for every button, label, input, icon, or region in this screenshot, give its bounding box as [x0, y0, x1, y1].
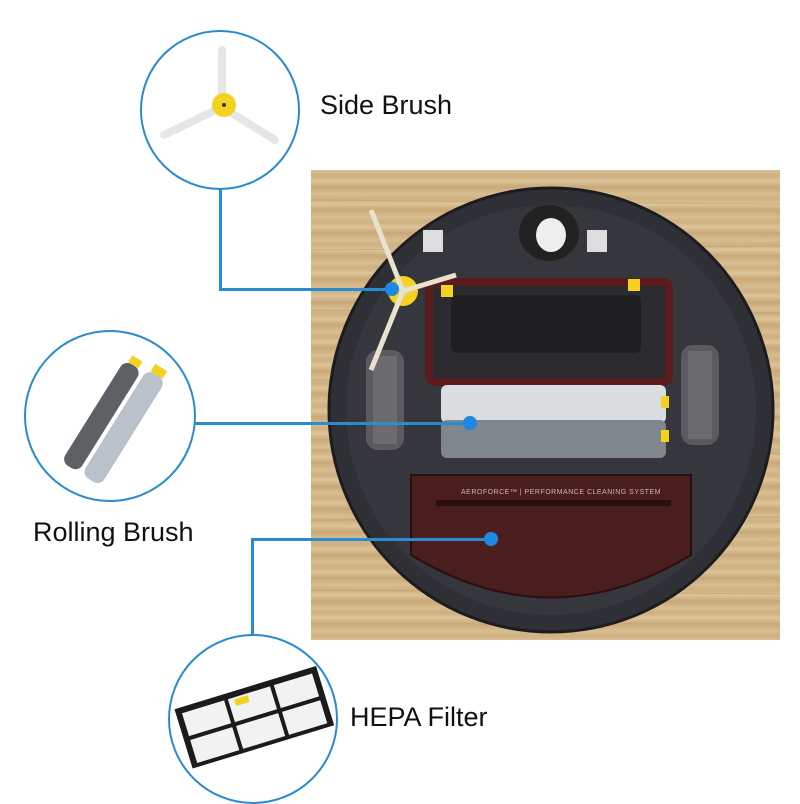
side-brush-icon: [160, 46, 279, 144]
side-brush-connector-horizontal: [219, 288, 393, 291]
side-brush-pointer-dot: [385, 282, 399, 296]
side-brush-thumbnail: [140, 30, 300, 190]
hepa-filter-thumbnail: [168, 634, 338, 804]
side-brush-label: Side Brush: [320, 90, 453, 120]
hepa-filter-connector-horizontal: [251, 538, 493, 541]
rolling-brush-icon: [64, 355, 168, 484]
rolling-brush-label: Rolling Brush: [33, 517, 194, 547]
rolling-brush-connector: [195, 422, 472, 425]
side-brush-connector-vertical: [219, 190, 222, 290]
rolling-brush-thumbnail: [24, 330, 196, 502]
hepa-filter-pointer-dot: [484, 532, 498, 546]
hepa-filter-icon: [174, 665, 335, 769]
hepa-filter-connector-vertical: [251, 538, 254, 636]
rolling-brush-pointer-dot: [463, 416, 477, 430]
bin-brand-text: AEROFORCE™ | PERFORMANCE CLEANING SYSTEM: [461, 489, 661, 496]
robot-vacuum-photo: AEROFORCE™ | PERFORMANCE CLEANING SYSTEM: [311, 170, 780, 640]
robot-vacuum-illustration: AEROFORCE™ | PERFORMANCE CLEANING SYSTEM: [311, 186, 780, 634]
hepa-filter-label: HEPA Filter: [350, 702, 488, 732]
